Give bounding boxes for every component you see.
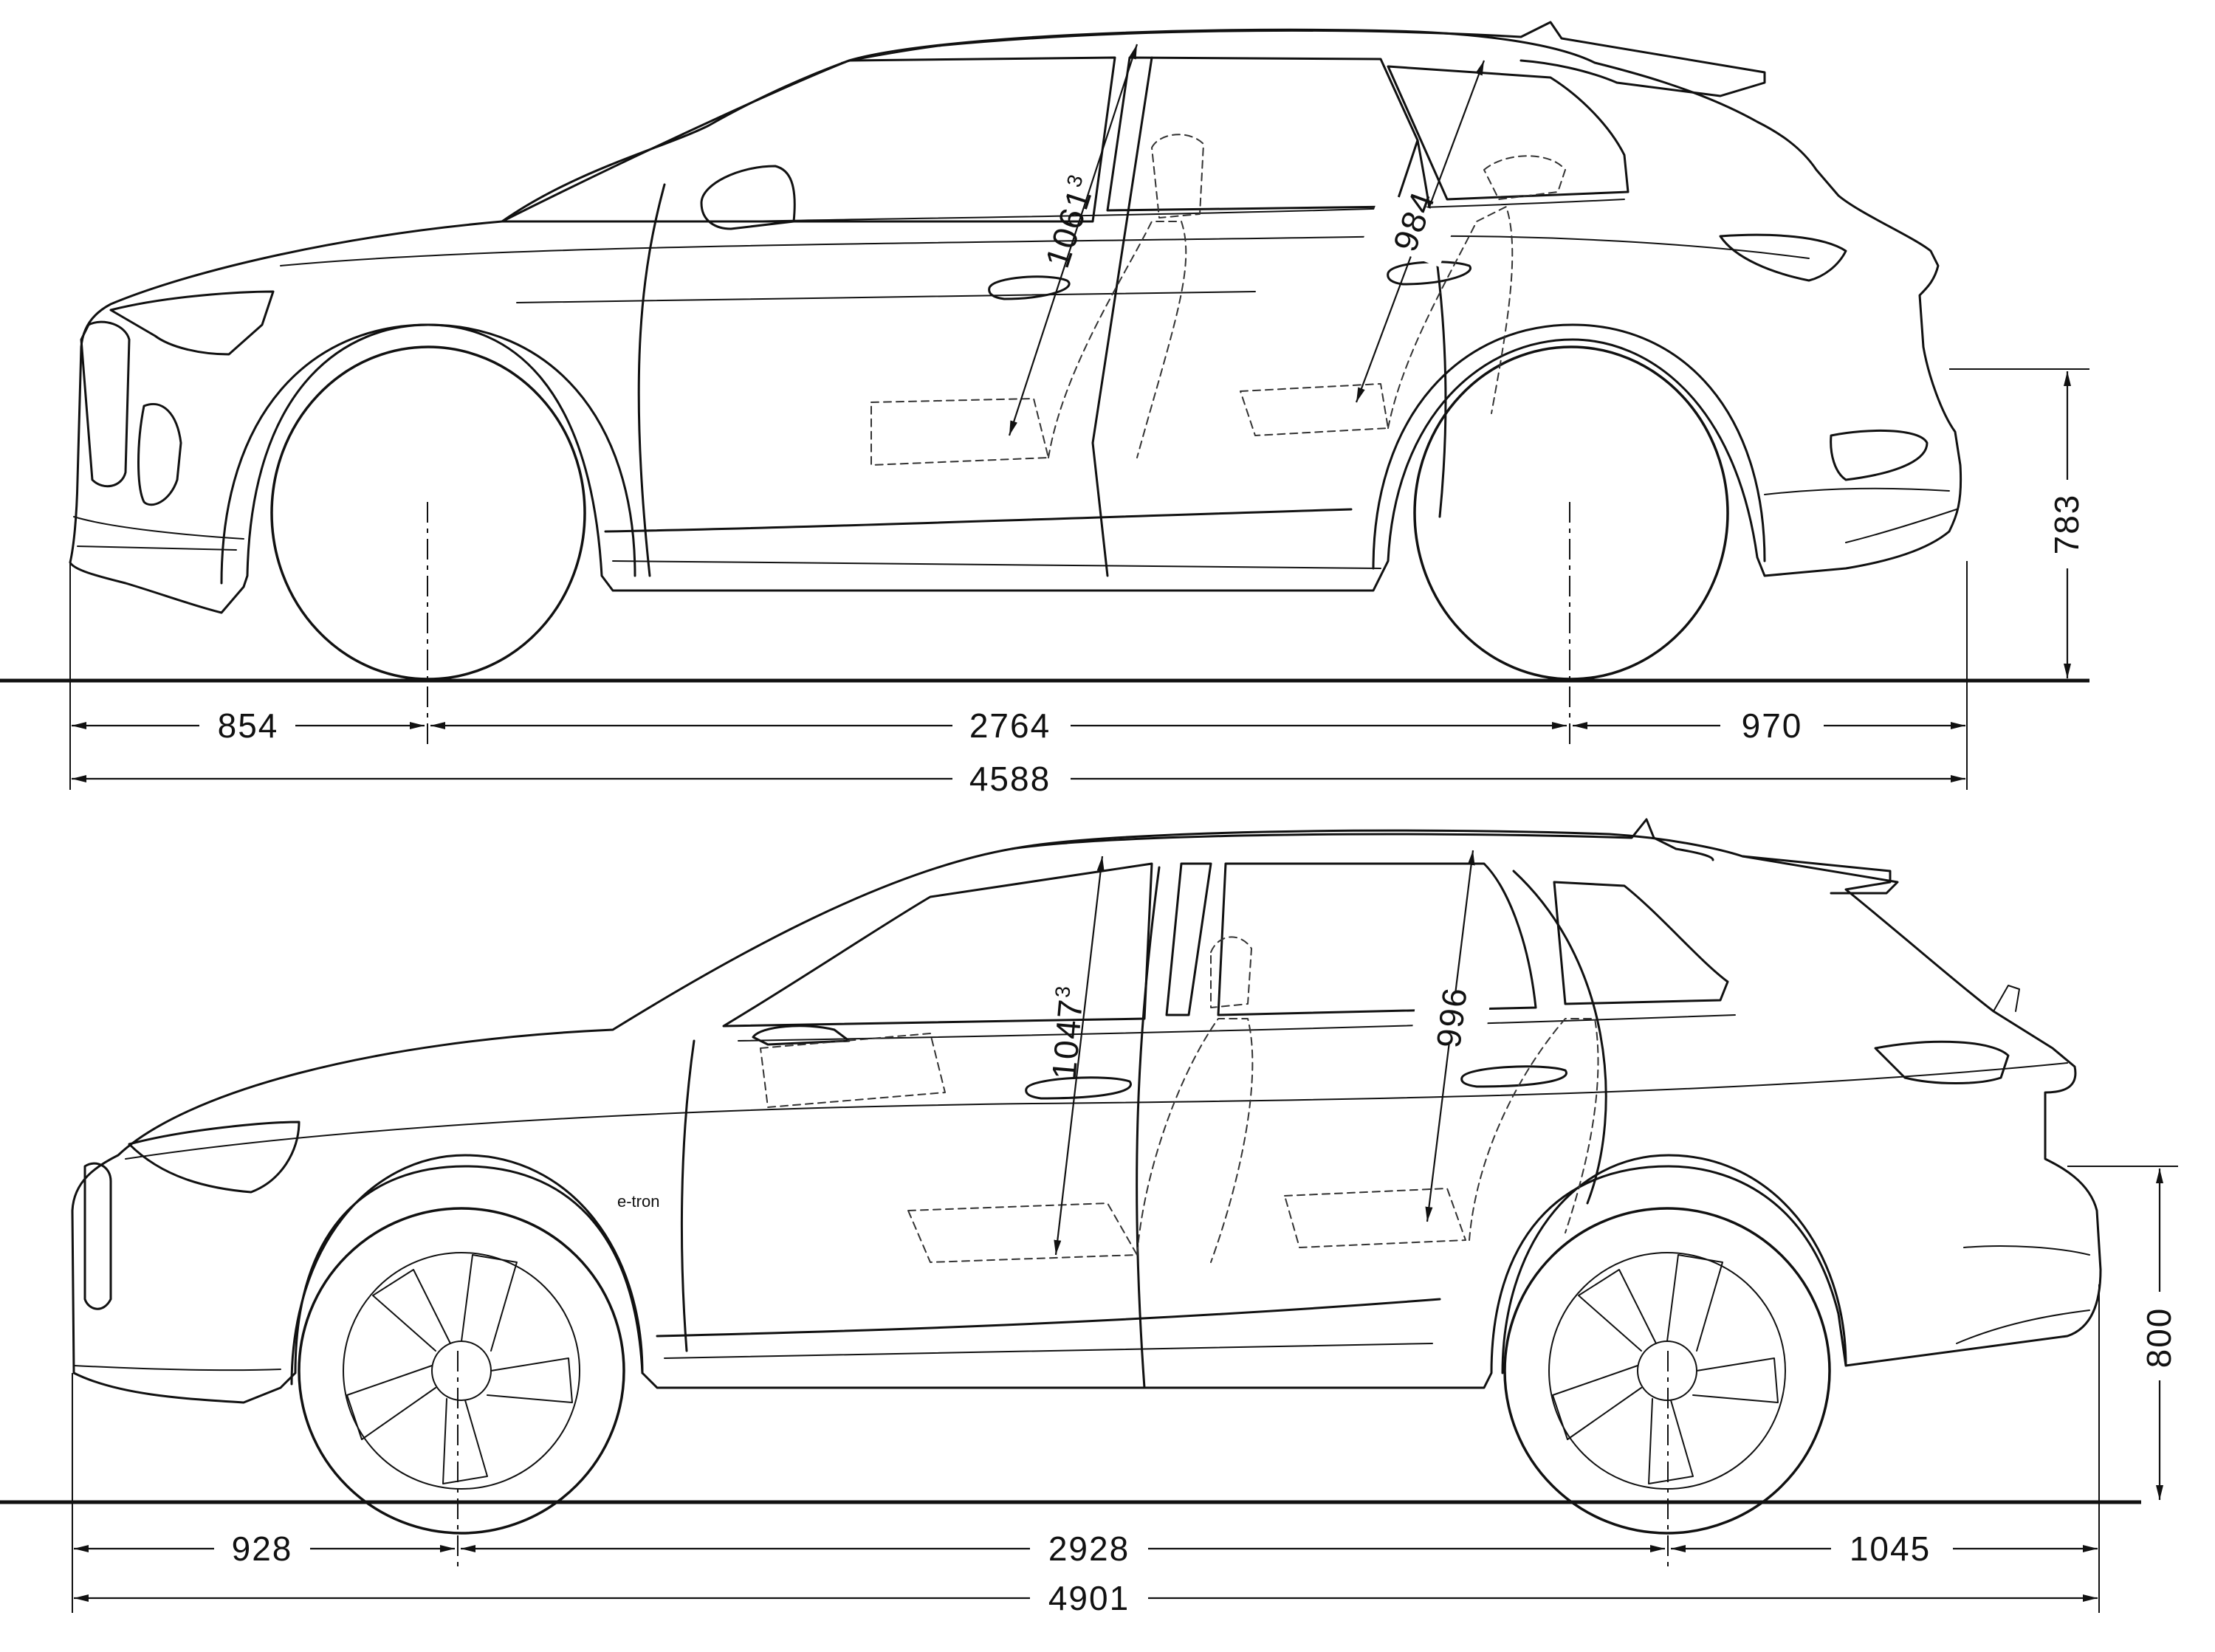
top-dim-rear-overhang: 970 bbox=[1573, 705, 1965, 746]
bottom-e-tron-badge: e-tron bbox=[617, 1192, 659, 1211]
bottom-dim-front-overhang: 928 bbox=[74, 1528, 455, 1569]
top-dim-overall-length: 4588 bbox=[72, 758, 1965, 799]
top-dim-wheelbase: 2764 bbox=[430, 705, 1567, 746]
bottom-dim-wheelbase: 2928 bbox=[461, 1528, 1665, 1569]
top-bumper-height-label: 783 bbox=[2047, 494, 2086, 555]
top-dim-front-overhang: 854 bbox=[72, 705, 425, 746]
bottom-front-headroom-label: 1047 bbox=[1045, 997, 1090, 1081]
bottom-overall-length-label: 4901 bbox=[1048, 1579, 1130, 1617]
bottom-rear-overhang-label: 1045 bbox=[1850, 1529, 1931, 1568]
top-wheelbase-label: 2764 bbox=[969, 706, 1051, 745]
top-dim-rear-headroom: 984 bbox=[1355, 60, 1486, 403]
bottom-front-headroom-footnote: 3 bbox=[1051, 984, 1074, 999]
top-dim-bumper-height: 783 bbox=[2047, 371, 2088, 678]
bottom-vehicle-outline: e-tron bbox=[71, 818, 2102, 1535]
bottom-wheelbase-label: 2928 bbox=[1048, 1529, 1130, 1568]
bottom-dim-rear-overhang: 1045 bbox=[1671, 1528, 2098, 1569]
bottom-dim-front-headroom: 10473 bbox=[1044, 856, 1105, 1256]
bottom-front-overhang-label: 928 bbox=[232, 1529, 293, 1568]
top-front-headroom-label: 1061 bbox=[1037, 183, 1099, 272]
top-front-overhang-label: 854 bbox=[218, 706, 279, 745]
bottom-dim-bumper-height: 800 bbox=[2139, 1169, 2180, 1500]
bottom-dim-overall-length: 4901 bbox=[74, 1577, 2098, 1619]
bottom-dim-rear-headroom: 996 bbox=[1411, 850, 1491, 1222]
bottom-rear-headroom-label: 996 bbox=[1429, 985, 1474, 1050]
top-overall-length-label: 4588 bbox=[969, 760, 1051, 798]
svg-text:10473: 10473 bbox=[1044, 984, 1091, 1081]
top-vehicle-outline bbox=[69, 21, 1962, 681]
bottom-bumper-height-label: 800 bbox=[2140, 1307, 2178, 1369]
top-rear-overhang-label: 970 bbox=[1742, 706, 1803, 745]
